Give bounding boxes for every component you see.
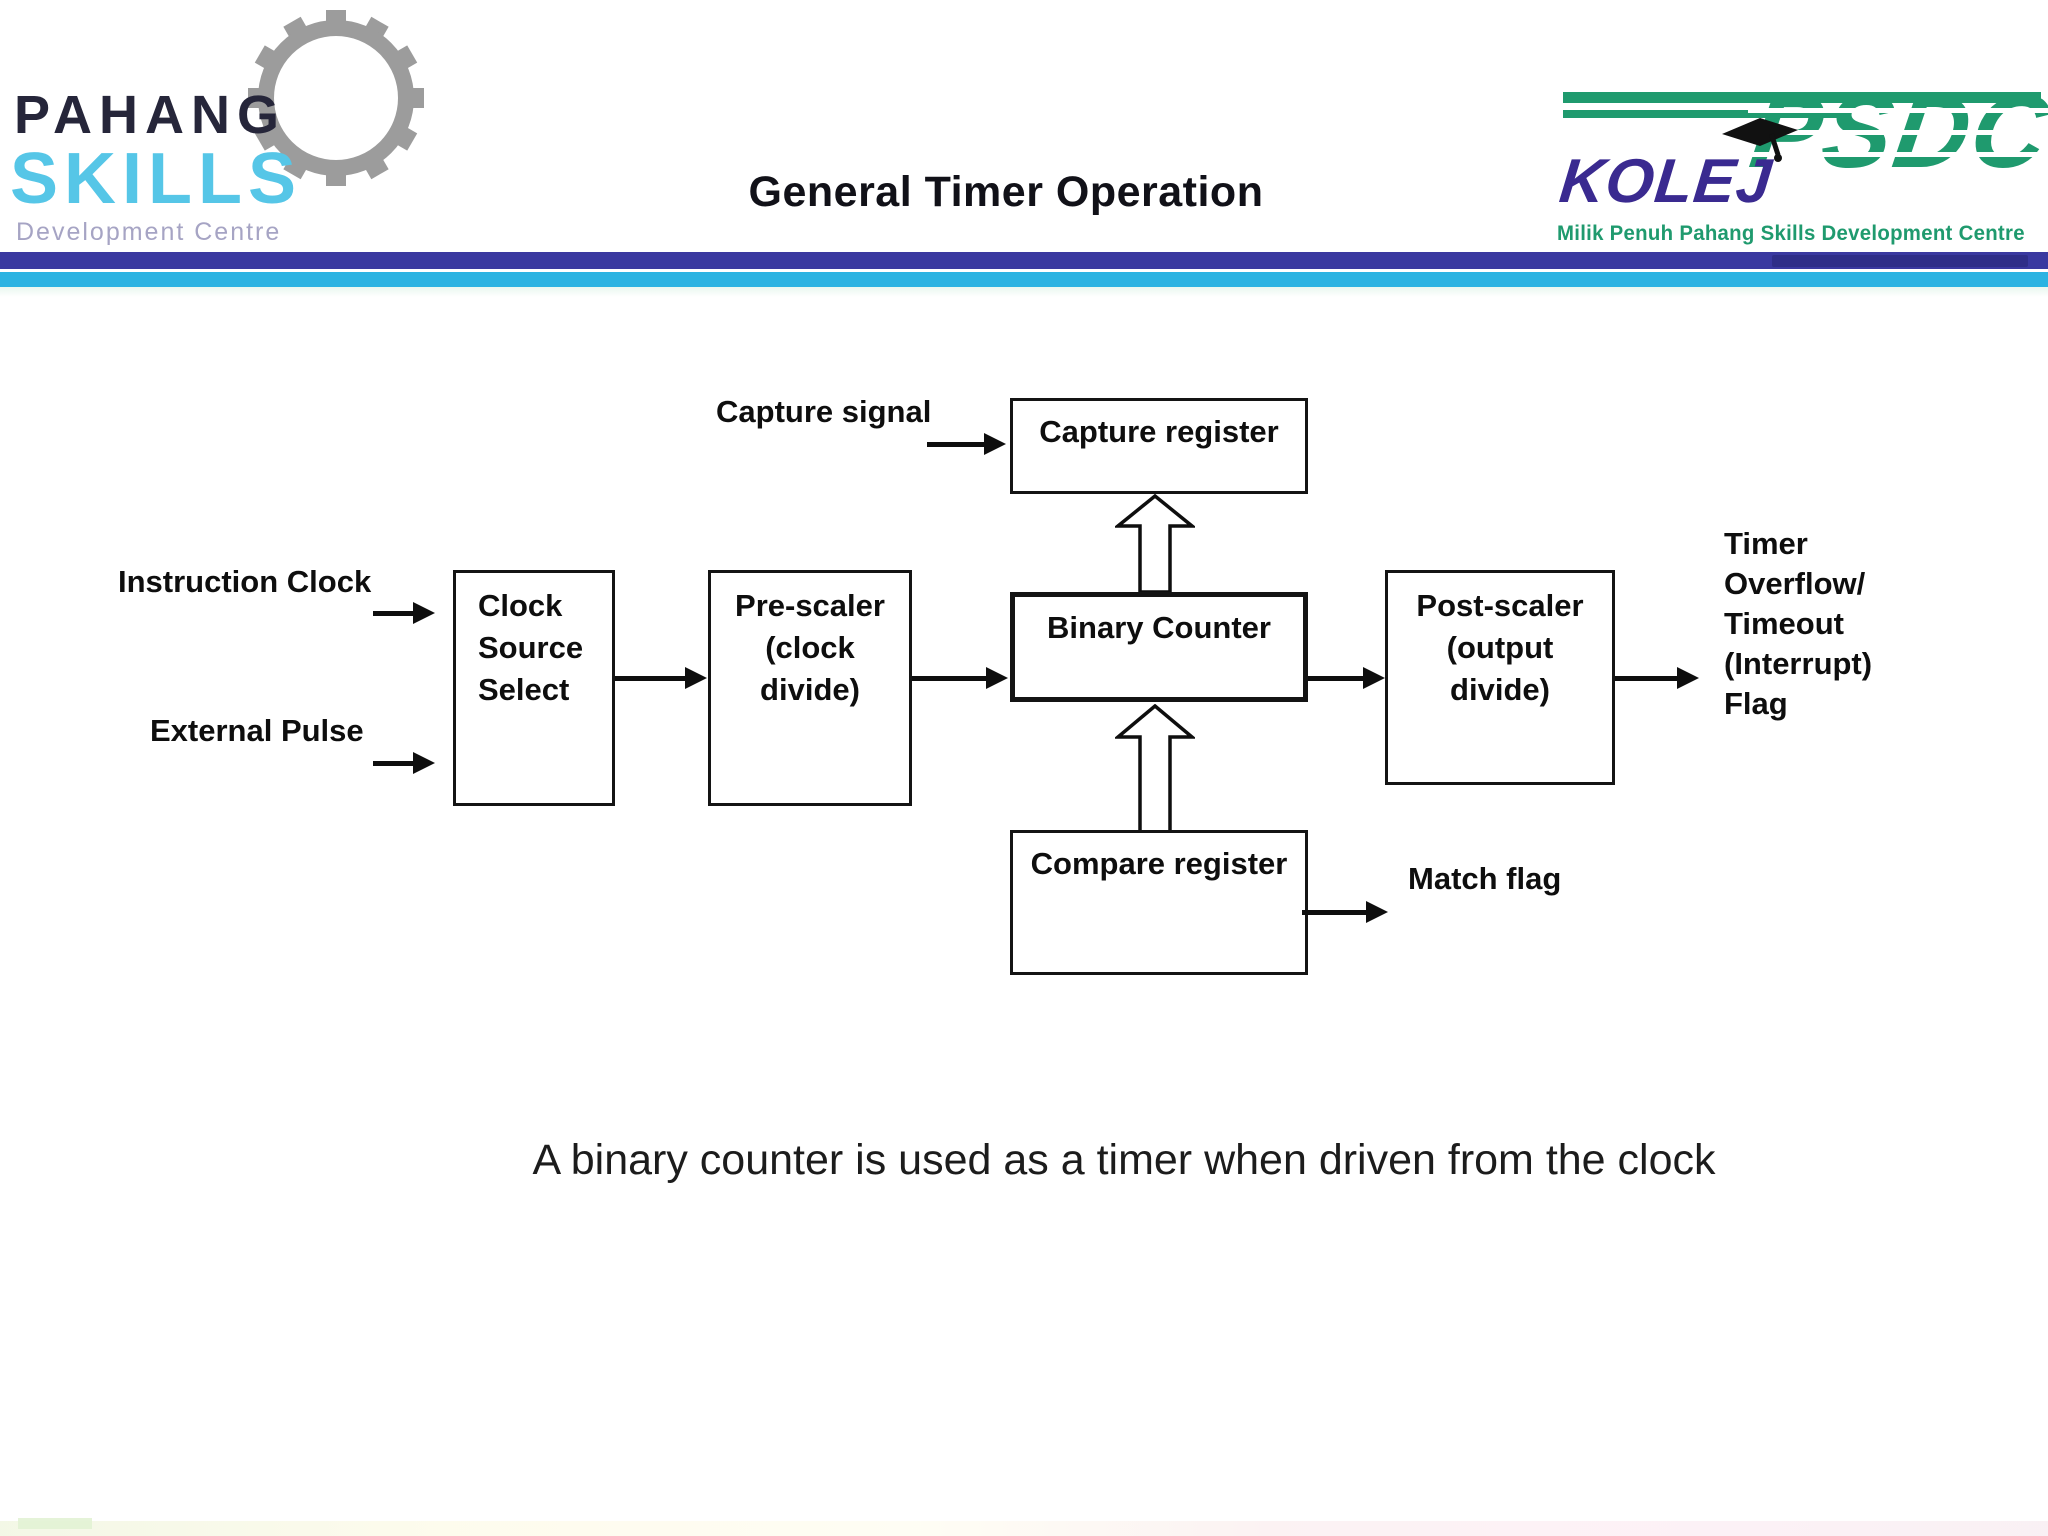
psdc-stripe — [1748, 108, 2048, 113]
block-clock-source-select: Clock Source Select — [453, 570, 615, 806]
psdc-stripe — [1748, 152, 2048, 157]
label-match-flag: Match flag — [1408, 861, 1562, 896]
label-timer-overflow-flag: Timer Overflow/ Timeout (Interrupt) Flag — [1724, 526, 1873, 721]
header-band-indigo — [0, 252, 2048, 269]
psdc-stripe — [1748, 174, 2048, 179]
arrow-postscaler-to-flag — [1615, 667, 1699, 689]
arrow-clock-to-prescaler — [615, 667, 707, 689]
arrow-prescaler-to-binary-counter — [912, 667, 1008, 689]
block-postscaler: Post-scaler (output divide) — [1385, 570, 1615, 785]
psdc-logo-bar-top — [1563, 92, 2041, 103]
header-band-fade — [0, 287, 2048, 297]
bottom-decorative-chip — [18, 1518, 92, 1529]
block-compare-register: Compare register — [1010, 830, 1308, 975]
pahang-logo-tagline: Development Centre — [16, 218, 282, 246]
arrow-external-pulse-input — [373, 752, 435, 774]
psdc-logo-tagline: Milik Penuh Pahang Skills Development Ce… — [1557, 222, 2025, 245]
pahang-logo-name: PAHANG — [14, 85, 287, 145]
block-capture-register: Capture register — [1010, 398, 1308, 494]
label-capture-signal: Capture signal — [716, 394, 932, 429]
psdc-logo-bar-bottom — [1563, 110, 1849, 118]
slide-caption: A binary counter is used as a timer when… — [532, 1136, 1716, 1184]
bottom-decorative-strip — [0, 1521, 2048, 1536]
arrow-binary-counter-to-postscaler — [1308, 667, 1385, 689]
block-arrow-up-icon — [1115, 704, 1195, 834]
arrow-compare-to-match-flag — [1302, 901, 1388, 923]
block-prescaler: Pre-scaler (clock divide) — [708, 570, 912, 806]
graduation-cap-icon — [1722, 118, 1798, 162]
header-band-cyan — [0, 272, 2048, 287]
band-fineprint-smudge — [1772, 255, 2028, 267]
block-binary-counter: Binary Counter — [1010, 592, 1308, 702]
psdc-stripe — [1748, 130, 2048, 135]
arrow-instruction-clock-input — [373, 602, 435, 624]
label-instruction-clock: Instruction Clock — [118, 564, 372, 599]
label-external-pulse: External Pulse — [150, 713, 364, 748]
gear-icon — [248, 10, 424, 186]
pahang-logo-skills: SKILLS — [10, 139, 303, 219]
arrow-capture-signal-input — [927, 433, 1006, 455]
page-title: General Timer Operation — [748, 168, 1264, 216]
block-arrow-up-icon — [1115, 494, 1195, 594]
